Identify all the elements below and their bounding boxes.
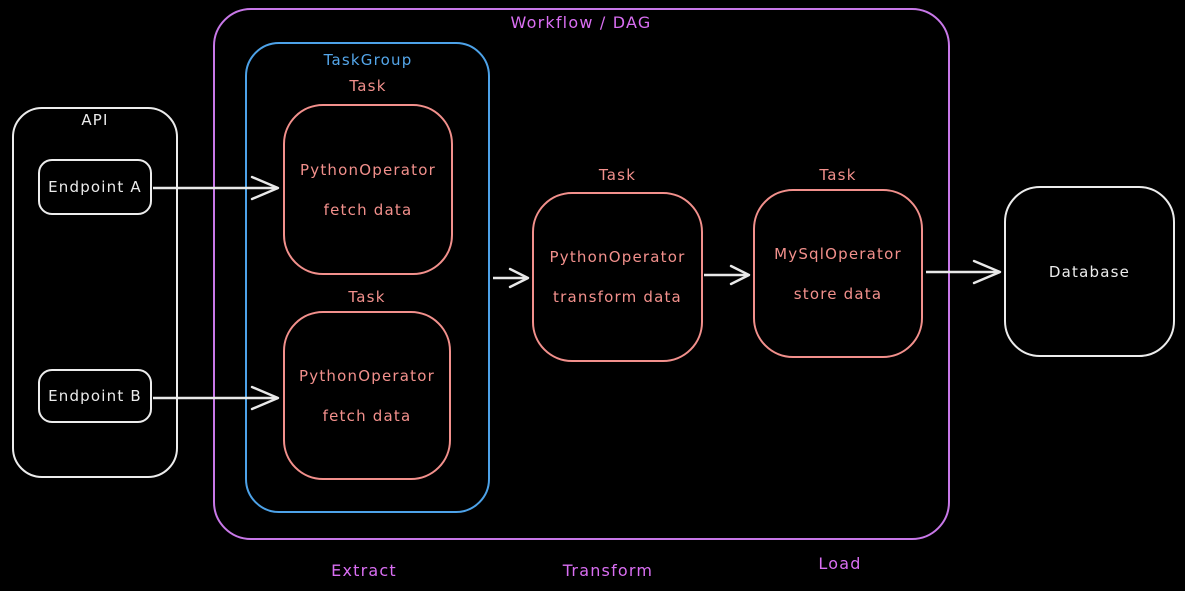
task-badge-transform: Task <box>598 166 637 184</box>
database-box: Database <box>1004 186 1175 357</box>
task-box-transform: PythonOperator transform data <box>532 192 703 362</box>
operator-name: PythonOperator <box>300 160 436 179</box>
workflow-dag-box <box>213 8 950 540</box>
api-group-box <box>12 107 178 478</box>
stage-label-extract: Extract <box>331 561 397 580</box>
endpoint-b-box: Endpoint B <box>38 369 152 423</box>
operator-name: PythonOperator <box>299 366 435 385</box>
operator-name: MySqlOperator <box>774 244 902 263</box>
operator-name: PythonOperator <box>549 248 686 266</box>
stage-label-load: Load <box>818 554 862 573</box>
task-badge-fetch-1: Task <box>349 77 387 95</box>
database-label: Database <box>1048 262 1131 281</box>
task-box-store: MySqlOperator store data <box>753 189 923 358</box>
task-box-fetch-1: PythonOperator fetch data <box>283 104 453 275</box>
task-action: fetch data <box>323 200 413 219</box>
api-title: API <box>81 111 109 129</box>
endpoint-a-box: Endpoint A <box>38 159 152 215</box>
workflow-dag-title: Workflow / DAG <box>510 13 652 32</box>
stage-label-transform: Transform <box>562 561 654 580</box>
endpoint-b-label: Endpoint B <box>48 387 142 405</box>
task-action: transform data <box>553 288 682 306</box>
endpoint-a-label: Endpoint A <box>48 178 142 196</box>
taskgroup-box <box>245 42 490 513</box>
task-badge-store: Task <box>819 166 857 184</box>
task-badge-fetch-2: Task <box>348 288 386 306</box>
task-action: fetch data <box>322 406 412 425</box>
task-box-fetch-2: PythonOperator fetch data <box>283 311 451 480</box>
task-action: store data <box>793 284 883 303</box>
taskgroup-title: TaskGroup <box>323 51 413 69</box>
